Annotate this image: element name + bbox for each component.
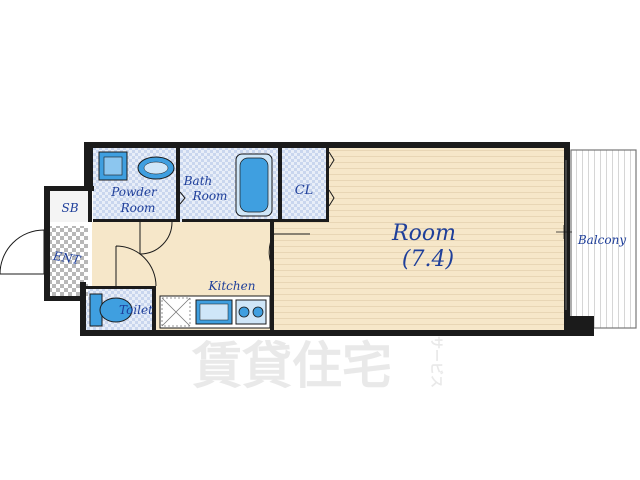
entrance-door-swing: [0, 229, 45, 275]
closet-door-marks: [328, 151, 335, 207]
kitchen-label: Kitchen: [208, 279, 256, 293]
toilet-door-swing: [115, 245, 157, 287]
room-size-label: (7.4): [402, 247, 454, 272]
room-floor: [328, 148, 568, 330]
room-label: Room: [391, 221, 456, 246]
balcony-window-mark: [556, 225, 572, 239]
bath-door-mark: [179, 191, 186, 205]
room-door-swing: [268, 233, 310, 271]
refrigerator-space-icon: [161, 297, 191, 327]
closet-label: CL: [295, 183, 314, 198]
balcony-label: Balcony: [577, 233, 626, 247]
watermark-side-text: サービス: [428, 336, 444, 388]
room-labels: SB Powder Room Bath Room CL Room (7.4) B…: [51, 174, 626, 317]
powder-door-swing: [139, 221, 173, 255]
balcony-floor: [570, 149, 637, 329]
shoe-box-floor: [50, 190, 90, 222]
powder-room-label-line2: Room: [120, 201, 156, 215]
watermark: 賃貸住宅 サービス: [191, 336, 444, 395]
doors: [0, 151, 572, 310]
entrance-label: ENT: [51, 249, 82, 268]
fixtures: [89, 151, 273, 329]
walls: [44, 142, 594, 336]
bath-room-label-line2: Room: [192, 189, 228, 203]
powder-room-label-line1: Powder: [110, 185, 158, 199]
closet-floor: [282, 148, 326, 222]
hall-floor-lower: [272, 222, 328, 330]
watermark-text: 賃貸住宅: [191, 337, 392, 395]
bath-room-label-line1: Bath: [183, 174, 213, 188]
toilet-label: Toilet: [119, 303, 153, 317]
sb-label: SB: [61, 201, 78, 215]
